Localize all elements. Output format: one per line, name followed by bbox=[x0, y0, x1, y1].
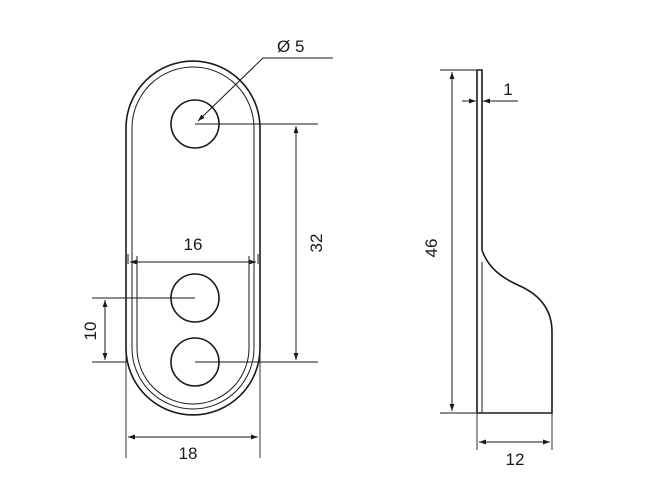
dim-12-label: 12 bbox=[506, 450, 525, 469]
front-view: Ø 5 32 16 10 18 bbox=[81, 37, 333, 463]
side-plate-outline bbox=[477, 69, 483, 250]
cup-rim bbox=[136, 256, 250, 405]
diameter-label: Ø 5 bbox=[277, 37, 304, 56]
side-view: 46 1 12 bbox=[422, 69, 553, 469]
plate-inner-outline bbox=[131, 66, 255, 410]
dim-46-label: 46 bbox=[422, 239, 441, 258]
dim-18-label: 18 bbox=[179, 444, 198, 463]
dim-16-label: 16 bbox=[184, 235, 203, 254]
diameter-leader-line bbox=[197, 57, 333, 122]
dim-10-label: 10 bbox=[81, 322, 100, 341]
side-hook-profile bbox=[477, 249, 553, 414]
dim-1-label: 1 bbox=[503, 80, 512, 99]
dim-32-label: 32 bbox=[307, 234, 326, 253]
